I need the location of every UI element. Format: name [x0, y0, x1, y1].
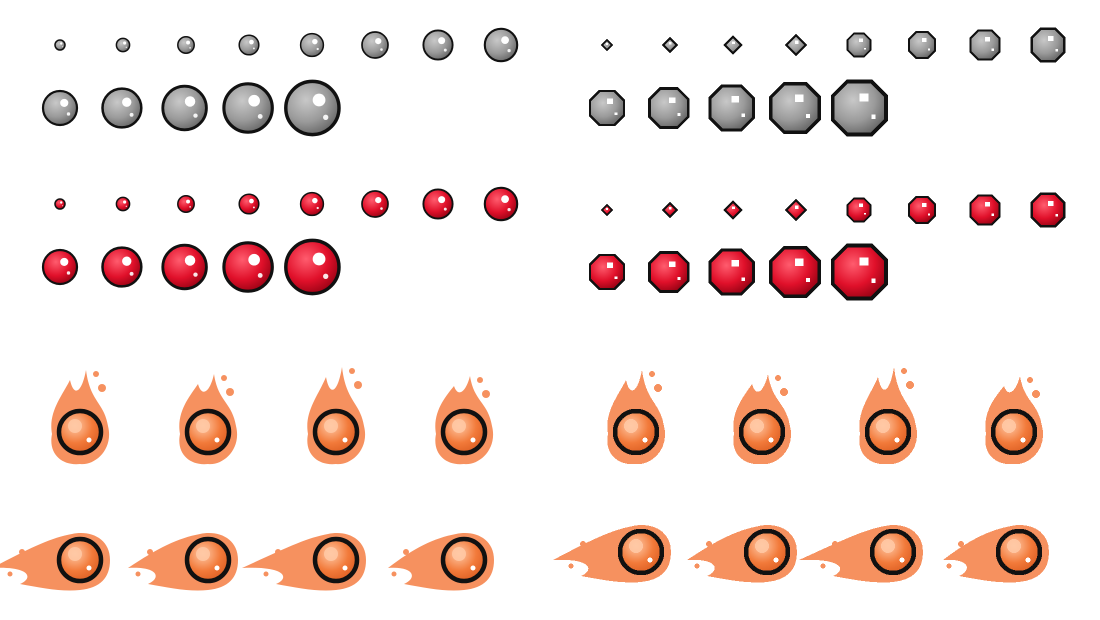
- ball-sprite: [830, 243, 888, 301]
- ball-sprite: [908, 196, 936, 224]
- fireball-sprite: [799, 525, 923, 583]
- ball-sprite: [1030, 192, 1066, 228]
- gray-smooth-group: [41, 27, 519, 137]
- fireball-up-smooth-group: [51, 367, 494, 465]
- ball-sprite: [299, 32, 325, 58]
- ball-sprite: [483, 186, 519, 222]
- ball-sprite: [101, 87, 143, 129]
- ball-sprite: [54, 39, 66, 51]
- ball-sprite: [41, 248, 79, 286]
- ball-sprite: [161, 84, 208, 132]
- fireball-sprite: [607, 370, 666, 465]
- ball-sprite: [177, 36, 195, 54]
- fireball-sprite: [307, 367, 366, 465]
- red-pixel-group: [588, 192, 1066, 301]
- fireball-sprite: [943, 525, 1049, 583]
- ball-sprite: [969, 29, 1001, 61]
- ball-sprite: [723, 200, 743, 220]
- ball-sprite: [708, 248, 755, 296]
- ball-sprite: [588, 253, 626, 291]
- ball-sprite: [115, 196, 131, 212]
- fireball-left-smooth-group: [0, 533, 494, 591]
- ball-sprite: [588, 89, 626, 127]
- fireball-up-pixel-group: [607, 367, 1044, 465]
- fireball-sprite: [128, 533, 238, 591]
- ball-sprite: [908, 31, 936, 59]
- fireball-sprite: [51, 370, 110, 465]
- ball-sprite: [222, 82, 274, 134]
- ball-sprite: [54, 198, 66, 210]
- ball-sprite: [299, 191, 325, 217]
- ball-sprite: [830, 79, 888, 137]
- ball-sprite: [161, 243, 208, 291]
- fireball-sprite: [435, 376, 494, 465]
- ball-sprite: [661, 201, 679, 219]
- fireball-sprite: [179, 374, 238, 465]
- ball-sprite: [101, 246, 143, 288]
- ball-sprite: [238, 193, 260, 215]
- ball-sprite: [422, 29, 454, 61]
- ball-sprite: [784, 198, 808, 222]
- gray-pixel-group: [588, 27, 1066, 137]
- ball-sprite: [769, 82, 821, 134]
- ball-sprite: [422, 188, 454, 220]
- ball-sprite: [177, 195, 195, 213]
- ball-sprite: [284, 79, 341, 137]
- ball-sprite: [1030, 27, 1066, 63]
- ball-sprite: [846, 32, 872, 58]
- fireball-sprite: [388, 533, 494, 591]
- ball-sprite: [648, 87, 690, 129]
- ball-sprite: [238, 34, 260, 56]
- ball-sprite: [284, 238, 341, 296]
- ball-sprite: [361, 31, 389, 59]
- ball-sprite: [600, 38, 614, 52]
- ball-sprite: [600, 203, 614, 217]
- ball-sprite: [41, 89, 79, 127]
- ball-sprite: [222, 241, 274, 293]
- ball-sprite: [969, 194, 1001, 226]
- ball-sprite: [723, 35, 743, 55]
- ball-sprite: [846, 197, 872, 223]
- ball-sprite: [115, 37, 131, 53]
- red-smooth-group: [41, 186, 519, 296]
- fireball-sprite: [687, 525, 797, 583]
- ball-sprite: [361, 190, 389, 218]
- fireball-sprite: [859, 367, 918, 465]
- ball-sprite: [483, 27, 519, 63]
- ball-sprite: [769, 246, 821, 298]
- fireball-sprite: [553, 525, 671, 583]
- ball-sprite: [784, 33, 808, 57]
- ball-sprite: [661, 36, 679, 54]
- fireball-sprite: [733, 374, 792, 465]
- fireball-left-pixel-group: [553, 525, 1049, 583]
- fireball-sprite: [242, 533, 366, 591]
- ball-sprite: [648, 251, 690, 293]
- fireball-sprite: [0, 533, 110, 591]
- ball-sprite: [708, 84, 755, 132]
- fireball-sprite: [985, 376, 1044, 465]
